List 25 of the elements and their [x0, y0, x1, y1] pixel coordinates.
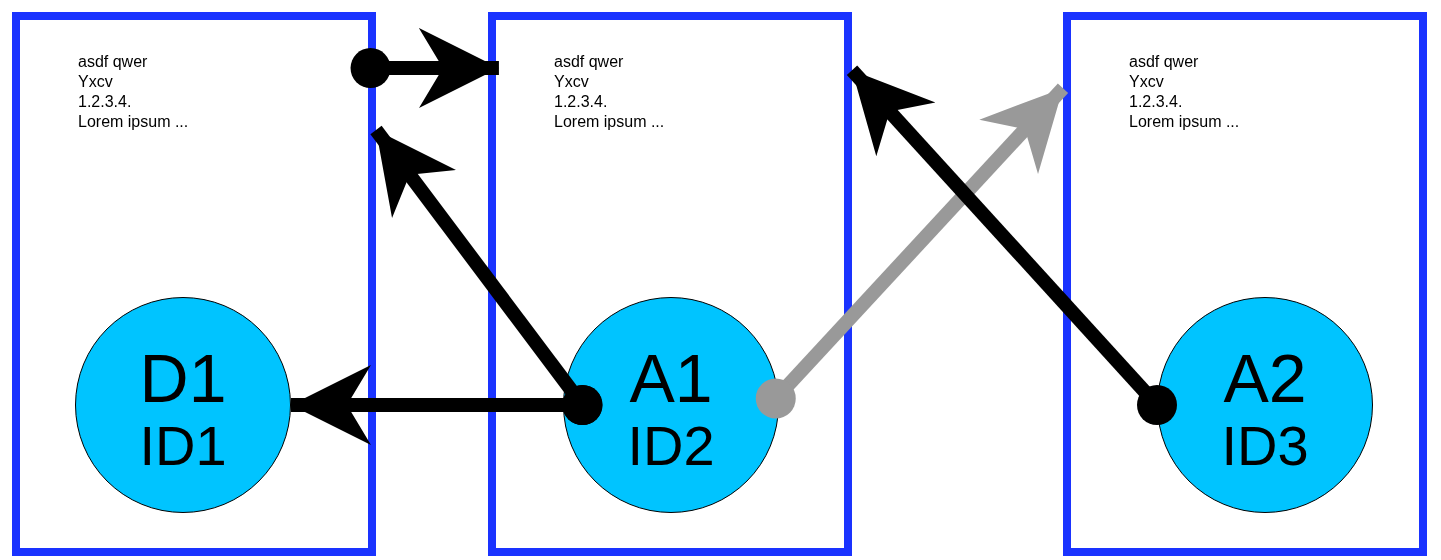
arrow: [755, 83, 1069, 419]
container-box: [488, 12, 852, 556]
text-line: Yxcv: [78, 72, 113, 92]
node-id: ID2: [627, 414, 715, 478]
text-line: 1.2.3.4.: [554, 92, 608, 112]
text-line: 1.2.3.4.: [1129, 92, 1183, 112]
text-line: Yxcv: [1129, 72, 1164, 92]
node-label: D1: [139, 342, 227, 414]
arrow: [350, 28, 499, 109]
text-line: asdf qwer: [1129, 52, 1199, 72]
arrow: [846, 65, 1177, 425]
text-line: asdf qwer: [554, 52, 624, 72]
node-label: A2: [1223, 342, 1307, 414]
text-line: Yxcv: [554, 72, 589, 92]
text-line: Lorem ipsum ...: [78, 112, 189, 132]
text-line: asdf qwer: [78, 52, 148, 72]
text-line: Lorem ipsum ...: [554, 112, 665, 132]
text-line: Lorem ipsum ...: [1129, 112, 1240, 132]
container-box: [12, 12, 376, 556]
node-id: ID1: [139, 414, 227, 478]
container-box: [1063, 12, 1427, 556]
node-id: ID3: [1221, 414, 1309, 478]
arrow: [291, 365, 603, 445]
node-label: A1: [629, 342, 713, 414]
text-line: 1.2.3.4.: [78, 92, 132, 112]
